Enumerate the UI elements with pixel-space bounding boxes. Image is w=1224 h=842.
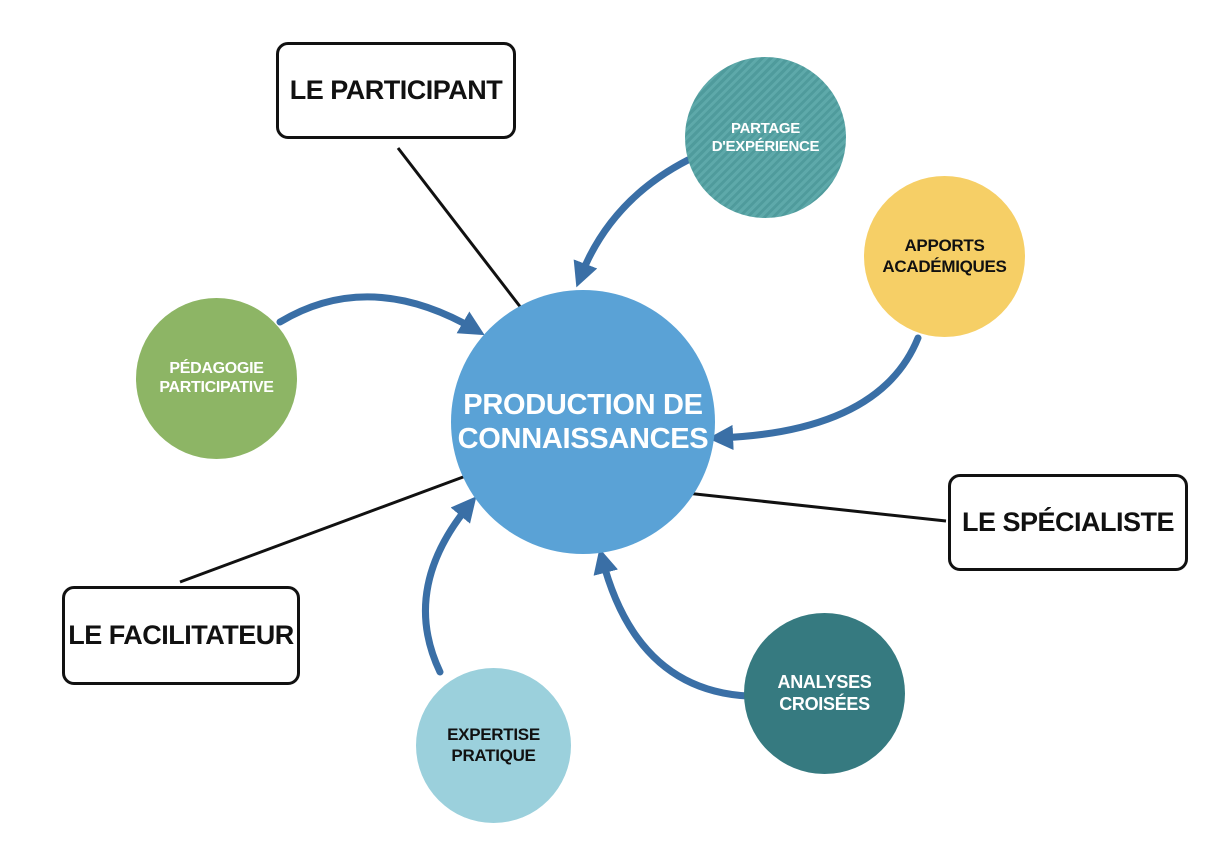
bubble-expertise-pratique: EXPERTISE PRATIQUE <box>416 668 571 823</box>
bubble-label: PÉDAGOGIE PARTICIPATIVE <box>159 359 274 396</box>
connector-facilitateur <box>179 468 483 584</box>
box-le-participant: LE PARTICIPANT <box>276 42 516 139</box>
bubble-partage-experience: PARTAGE D'EXPÉRIENCE <box>685 57 846 218</box>
box-le-specialiste: LE SPÉCIALISTE <box>948 474 1188 571</box>
connector-specialiste <box>657 488 947 523</box>
arrow-analyses <box>593 548 752 700</box>
bubble-label: APPORTS ACADÉMIQUES <box>882 236 1007 276</box>
bubble-label: EXPERTISE PRATIQUE <box>447 725 540 765</box>
arrow-apports <box>707 334 922 451</box>
bubble-analyses-croisees: ANALYSES CROISÉES <box>744 613 905 774</box>
arrow-pedagogie <box>276 293 485 336</box>
arrow-expertise <box>421 496 477 676</box>
bubble-label: PARTAGE D'EXPÉRIENCE <box>711 119 820 155</box>
bubble-pedagogie-participative: PÉDAGOGIE PARTICIPATIVE <box>136 298 297 459</box>
hub-label: PRODUCTION DE CONNAISSANCES <box>457 388 709 455</box>
connector-participant <box>396 147 537 327</box>
hub-production-connaissances: PRODUCTION DE CONNAISSANCES <box>451 290 715 554</box>
bubble-apports-academiques: APPORTS ACADÉMIQUES <box>864 176 1025 337</box>
bubble-label: ANALYSES CROISÉES <box>777 672 872 714</box>
arrow-partage <box>573 156 692 288</box>
box-le-facilitateur: LE FACILITATEUR <box>62 586 300 685</box>
